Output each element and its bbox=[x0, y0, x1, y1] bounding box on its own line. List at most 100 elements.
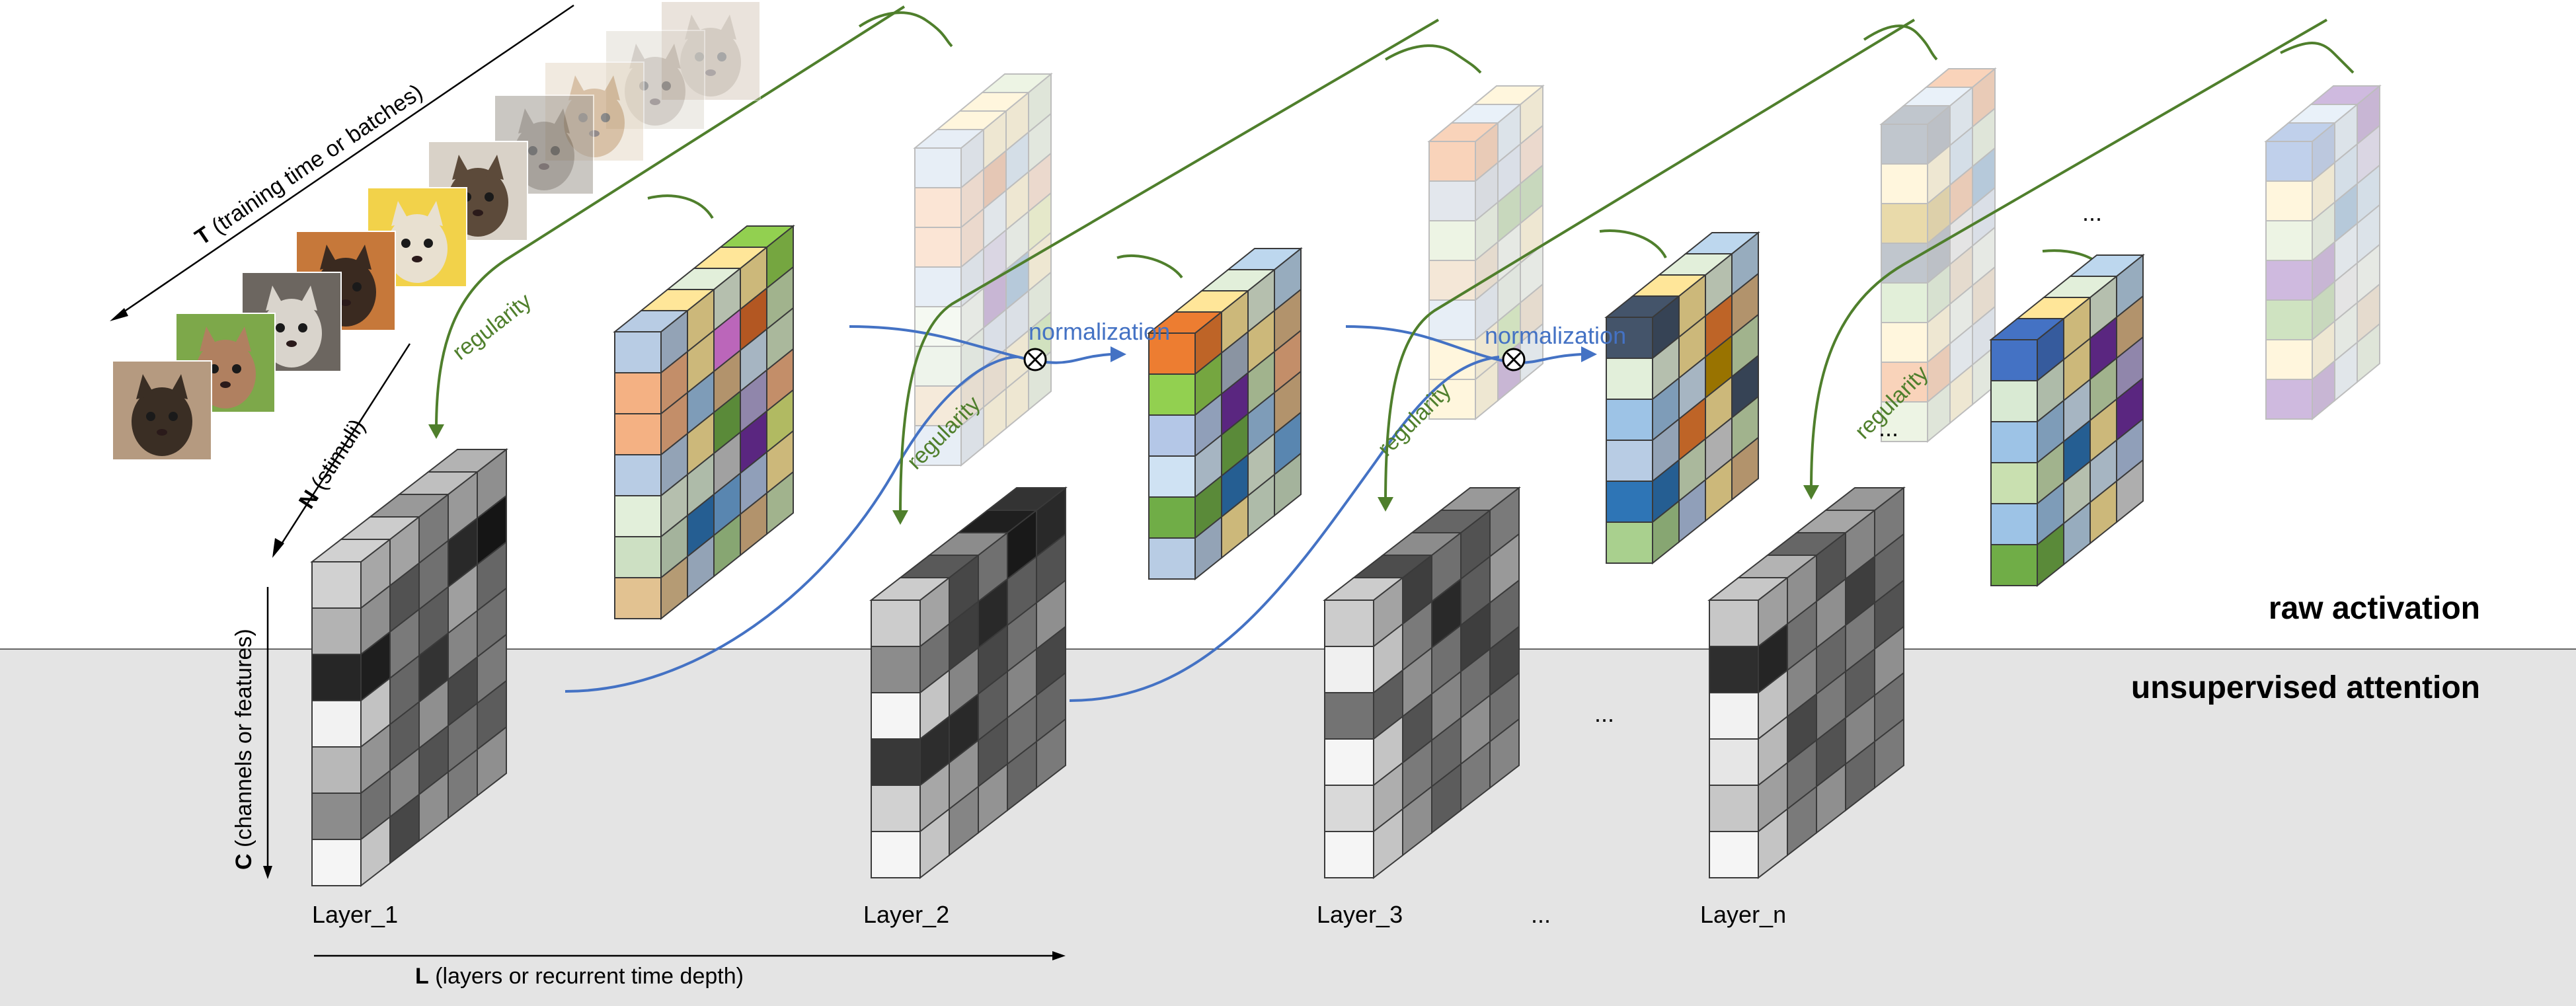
faded-block-3-side bbox=[1927, 342, 1951, 404]
animal-eye-icon bbox=[424, 239, 433, 248]
faded-block-4-side bbox=[2312, 240, 2335, 302]
faded-block-4-top bbox=[2264, 122, 2337, 142]
faded-block-3-side bbox=[1949, 244, 1973, 306]
faded-block-4-side bbox=[2357, 322, 2380, 384]
faded-block-4-side bbox=[2334, 221, 2358, 284]
faded-block-1-side bbox=[983, 387, 1007, 449]
faded-block-1-cell bbox=[914, 227, 962, 268]
regularity-top-1 bbox=[858, 11, 953, 48]
faded-block-4-cell bbox=[2265, 379, 2313, 420]
faded-block-4-cell bbox=[2265, 220, 2313, 261]
faded-block-2-side bbox=[1497, 102, 1521, 165]
animal-nose-icon bbox=[220, 381, 231, 388]
color-block-2-top bbox=[1226, 248, 1303, 270]
faded-block-4-cell bbox=[2265, 339, 2313, 380]
animal-ear-icon bbox=[391, 201, 410, 226]
layer-label-1: Layer_1 bbox=[312, 901, 398, 928]
faded-block-2-side bbox=[1497, 182, 1521, 244]
gray-block-2-cell bbox=[871, 646, 921, 693]
color-block-1-cell bbox=[614, 372, 662, 414]
faded-block-3-side bbox=[1927, 104, 1951, 166]
multiply-cross-1 bbox=[1027, 352, 1043, 368]
faded-block-2-cell bbox=[1428, 260, 1476, 301]
faded-block-1-side bbox=[960, 286, 984, 348]
faded-block-4-side bbox=[2312, 280, 2335, 342]
color-block-1-cell bbox=[614, 536, 662, 578]
color-block-4-cell bbox=[1990, 462, 2038, 504]
faded-block-4-side bbox=[2334, 261, 2358, 323]
faded-block-3-cell bbox=[1881, 322, 1928, 363]
animal-nose-icon bbox=[412, 256, 422, 262]
gray-block-2-top bbox=[986, 487, 1068, 511]
regularity-arrowhead-2 bbox=[892, 510, 908, 525]
faded-block-4-side bbox=[2312, 161, 2335, 223]
faded-block-1-side bbox=[1005, 329, 1029, 391]
animal-ear-icon bbox=[568, 75, 587, 100]
animal-eye-icon bbox=[717, 52, 726, 61]
animal-nose-icon bbox=[650, 98, 660, 105]
faded-block-2-side bbox=[1475, 121, 1499, 183]
gray-block-1-cell bbox=[311, 700, 362, 748]
color-block-4-top bbox=[2068, 254, 2145, 277]
gray-block-3-cell bbox=[1324, 831, 1374, 878]
color-block-3-cell bbox=[1606, 358, 1653, 400]
gray-block-n-cell bbox=[1709, 831, 1759, 878]
faded-block-3-side bbox=[1927, 381, 1951, 444]
gray-block-3-cell bbox=[1324, 692, 1374, 740]
animal-eye-icon bbox=[528, 146, 537, 155]
axis-c-label: C (channels or features) bbox=[231, 629, 256, 870]
gray-block-3-top bbox=[1439, 487, 1521, 511]
color-block-3-cell bbox=[1606, 481, 1653, 523]
faded-block-3-cell bbox=[1881, 203, 1928, 244]
regularity-arrowhead-3 bbox=[1378, 497, 1393, 512]
animal-ear-icon bbox=[485, 155, 504, 180]
animal-ear-icon bbox=[320, 245, 338, 270]
gray-block-1 bbox=[310, 447, 508, 888]
faded-block-3-side bbox=[1972, 106, 1996, 169]
gray-block-n bbox=[1707, 486, 1906, 880]
animal-nose-icon bbox=[539, 163, 549, 170]
regularity-top-2 bbox=[1384, 44, 1482, 74]
faded-block-2-side bbox=[1497, 142, 1521, 204]
gray-block-n-cell bbox=[1709, 738, 1759, 786]
animal-ear-icon bbox=[266, 286, 284, 311]
color-block-4-cell bbox=[1990, 503, 2038, 545]
normalization-arrowhead-2 bbox=[1581, 346, 1597, 362]
faded-block-2-cell bbox=[1428, 220, 1476, 261]
faded-block-1-side bbox=[1005, 130, 1029, 192]
regularity-arrowhead-1 bbox=[428, 424, 444, 439]
animal-ear-icon bbox=[136, 374, 155, 399]
faded-block-4-side bbox=[2357, 84, 2380, 146]
faded-block-1-side bbox=[960, 128, 984, 190]
ellipsis-top: ... bbox=[2082, 199, 2102, 226]
axis-c: C (channels or features) bbox=[231, 587, 272, 879]
faded-block-1-top bbox=[935, 110, 1008, 130]
stimulus-photo-1 bbox=[660, 1, 761, 101]
color-block-1-cell bbox=[614, 454, 662, 496]
faded-block-3-top bbox=[1924, 68, 1997, 88]
faded-block-1-side bbox=[960, 247, 984, 309]
faded-block-1-side bbox=[983, 228, 1007, 290]
faded-block-3-side bbox=[1927, 223, 1951, 285]
color-block-1-cell bbox=[614, 331, 662, 373]
gray-block-1-cell bbox=[311, 561, 362, 609]
faded-block-1-side bbox=[1005, 210, 1029, 272]
animal-eye-icon bbox=[169, 412, 178, 421]
normalization-curve-4 bbox=[1069, 356, 1500, 702]
faded-block-3-side bbox=[1972, 265, 1996, 327]
faded-block-2-side bbox=[1475, 161, 1499, 223]
gray-block-n-cell bbox=[1709, 600, 1759, 647]
faded-block-4-side bbox=[2334, 182, 2358, 244]
color-block-2-cell bbox=[1148, 373, 1196, 416]
faded-block-1-side bbox=[983, 188, 1007, 251]
faded-block-2-side bbox=[1475, 280, 1499, 342]
gray-block-n-cell bbox=[1709, 785, 1759, 832]
animal-ear-icon bbox=[299, 286, 317, 311]
regularity-curve-2 bbox=[899, 19, 1440, 516]
faded-block-3-side bbox=[1972, 67, 1996, 129]
faded-block-3-side bbox=[1927, 302, 1951, 364]
layer-label-n: Layer_n bbox=[1700, 901, 1786, 928]
faded-block-4-side bbox=[2312, 359, 2335, 421]
animal-ear-icon bbox=[200, 327, 218, 352]
axis-l-label: L (layers or recurrent time depth) bbox=[415, 964, 744, 989]
